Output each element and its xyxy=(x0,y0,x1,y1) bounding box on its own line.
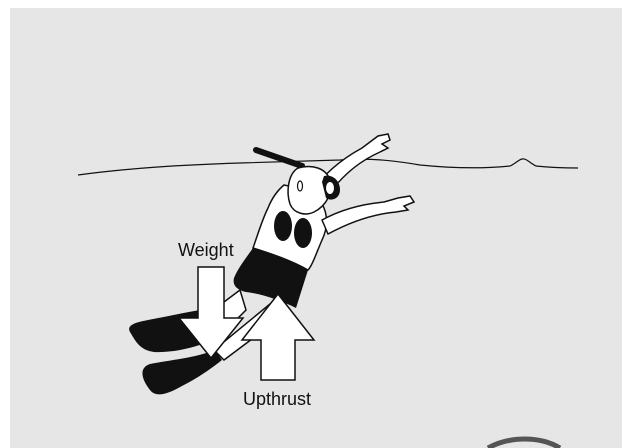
upthrust-arrow xyxy=(242,294,314,380)
upthrust-label: Upthrust xyxy=(243,389,311,410)
forward-arm xyxy=(322,196,414,234)
swimmer-diagram xyxy=(10,8,622,448)
mask-lens xyxy=(326,182,334,194)
weight-label: Weight xyxy=(178,240,234,261)
chest-spot-left xyxy=(274,211,292,241)
corner-logo xyxy=(488,439,560,448)
diagram-panel: Weight Upthrust xyxy=(10,8,622,448)
chest-spot-right xyxy=(294,218,312,248)
